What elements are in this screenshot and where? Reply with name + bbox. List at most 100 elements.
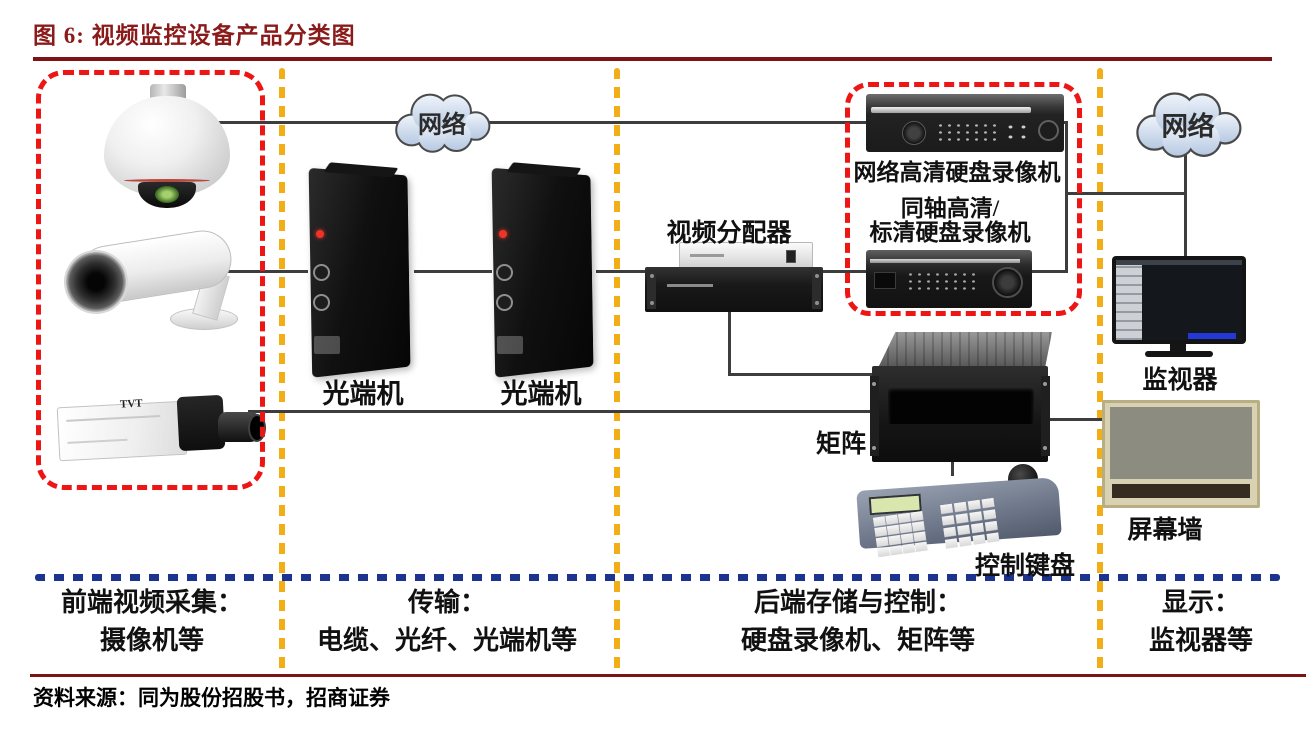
optical-transceiver-2-image	[486, 167, 606, 378]
monitor-image	[1110, 254, 1250, 358]
connector-boxcam-to-matrix	[248, 410, 878, 413]
matrix-label: 矩阵	[815, 431, 867, 458]
dvr-front-strip	[870, 259, 1020, 263]
wall-bottom-band	[1112, 484, 1250, 498]
network-cloud-left: 网络	[395, 93, 491, 153]
transceiver-port	[313, 294, 330, 311]
section-divider-2	[614, 68, 620, 672]
section-title: 后端存储与控制：	[753, 588, 963, 617]
title-rule	[33, 57, 1272, 61]
distributor-text-mark	[667, 284, 713, 287]
section-title: 前端视频采集：	[60, 588, 244, 617]
connector-matrix-to-keyboard	[951, 450, 954, 476]
connector-coaxdvr-right	[1028, 270, 1068, 273]
connector-distributor-elbow-h	[728, 373, 878, 376]
connector-dome-to-nvr	[185, 121, 868, 124]
control-keyboard-image	[856, 464, 1070, 558]
coaxial-dvr-label-line1: 同轴高清/	[900, 196, 1000, 221]
cloud-label: 网络	[1161, 111, 1215, 141]
dvr-usb-slot	[874, 272, 896, 289]
monitor-camera-grid	[1142, 265, 1242, 340]
network-dvr-label: 网络高清硬盘录像机	[853, 160, 1061, 185]
transceiver-port	[496, 264, 513, 281]
monitor-selection-bar	[1188, 333, 1236, 339]
dvr-front-strip	[871, 107, 1031, 113]
transceiver-port	[313, 264, 330, 281]
connector-matrix-to-wall	[1044, 418, 1110, 421]
connector-transceiver2-to-distributor	[596, 270, 648, 273]
monitor-label: 监视器	[1142, 367, 1218, 394]
connector-dvr-to-cloud-branch	[1065, 192, 1187, 195]
rack-ear	[647, 270, 656, 309]
section-display: 显示： 监视器等	[1149, 584, 1253, 660]
transceiver-led	[316, 230, 324, 238]
network-cloud-right: 网络	[1136, 92, 1242, 158]
monitor-side-panel	[1116, 265, 1142, 340]
keyboard-keypad	[872, 510, 928, 558]
connector-cloud-to-monitor	[1184, 150, 1187, 262]
control-keyboard-label: 控制键盘	[974, 553, 1076, 580]
section-subtitle: 摄像机等	[99, 626, 205, 655]
distributor-rack	[645, 267, 823, 312]
video-distributor-label: 视频分配器	[666, 220, 792, 247]
rack-ear	[1041, 376, 1050, 456]
section-backend: 后端存储与控制： 硬盘录像机、矩阵等	[741, 584, 975, 660]
section-transmission: 传输： 电缆、光纤、光端机等	[317, 584, 577, 660]
source-note: 资料来源：同为股份招股书，招商证券	[33, 686, 390, 710]
section-subtitle: 监视器等	[1148, 626, 1254, 655]
dome-lens	[138, 182, 196, 208]
connector-transceiver1-to-2	[414, 270, 492, 273]
connector-distributor-to-coaxdvr	[820, 270, 868, 273]
monitor-stand-neck	[1170, 344, 1186, 352]
figure-title: 图 6: 视频监控设备产品分类图	[33, 23, 356, 48]
monitor-stand-base	[1145, 351, 1213, 357]
section-divider-1	[279, 68, 285, 672]
coaxial-dvr-image	[866, 250, 1032, 308]
dvr-knob	[1038, 120, 1059, 141]
connector-distributor-elbow-v	[728, 308, 731, 376]
keyboard-keypad	[939, 497, 1000, 549]
transceiver-led	[499, 230, 507, 238]
matrix-slot	[888, 386, 1034, 424]
coaxial-dvr-label-line2: 标清硬盘录像机	[869, 220, 1031, 245]
section-front-end: 前端视频采集： 摄像机等	[61, 584, 243, 660]
video-distributor-image	[645, 242, 823, 312]
connector-bullet-to-transceiver1	[226, 270, 308, 273]
dome-lens-glass	[155, 186, 179, 203]
section-subtitle: 硬盘录像机、矩阵等	[740, 626, 976, 655]
section-subtitle: 电缆、光纤、光端机等	[316, 626, 578, 655]
dvr-control-buttons	[1004, 122, 1032, 142]
section-band-divider	[35, 574, 1280, 581]
wall-camera-grid	[1110, 407, 1252, 479]
section-title: 传输：	[407, 588, 487, 617]
bullet-camera-image	[52, 226, 248, 332]
rack-ear	[812, 270, 821, 309]
dvr-group-box	[845, 82, 1082, 316]
dome-ring	[124, 179, 210, 182]
transceiver2-label: 光端机	[500, 379, 582, 409]
dvr-button-grid	[936, 122, 998, 143]
section-divider-3	[1097, 68, 1103, 672]
section-title: 显示：	[1161, 588, 1241, 617]
screen-wall-image	[1102, 400, 1260, 508]
keyboard-body	[856, 477, 1062, 558]
cloud-label: 网络	[418, 110, 466, 138]
transceiver-sticker	[314, 336, 340, 354]
screen-wall-label: 屏幕墙	[1127, 517, 1203, 544]
matrix-top-face	[878, 332, 1052, 368]
monitor-titlebar	[1116, 260, 1242, 265]
matrix-image	[870, 332, 1052, 462]
dome-camera-image	[98, 84, 238, 216]
distributor-top-unit	[679, 242, 813, 270]
dvr-jog-dial	[992, 267, 1023, 298]
source-rule	[30, 674, 1306, 677]
transceiver1-label: 光端机	[322, 379, 404, 409]
rack-ear	[870, 376, 879, 456]
optical-transceiver-1-image	[303, 167, 423, 378]
network-dvr-image	[866, 94, 1064, 152]
transceiver-port	[496, 294, 513, 311]
dvr-button-grid	[906, 271, 980, 293]
transceiver-sticker	[497, 336, 523, 354]
connector-dvr-right-vertical	[1065, 121, 1068, 273]
